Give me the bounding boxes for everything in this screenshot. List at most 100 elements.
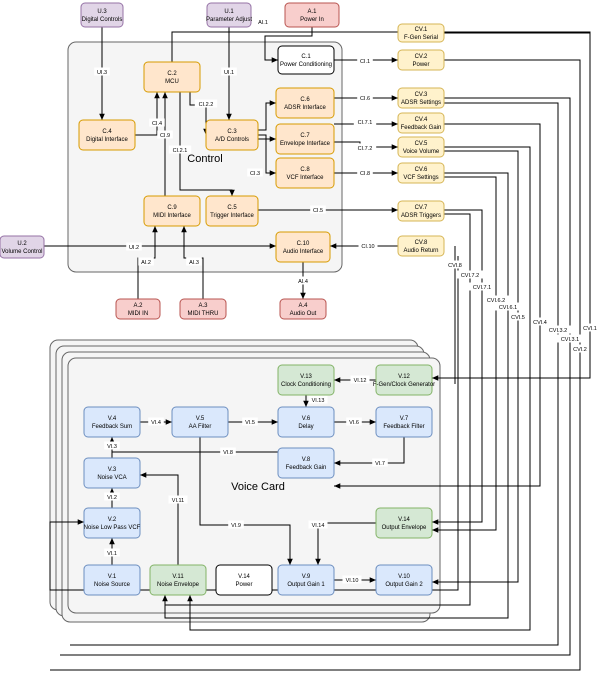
block-a4-label: Audio Out	[290, 311, 317, 317]
label-cvi1: CVI.1	[583, 326, 597, 332]
block-c7-box	[275, 123, 335, 155]
block-v4-box	[83, 406, 141, 438]
block-c3[interactable]: C.3A/D Controls	[205, 119, 259, 151]
block-c4-box	[78, 119, 136, 151]
label-bg-ci10	[358, 241, 378, 250]
block-u2-label: Volume Control	[1, 249, 42, 255]
label-bg-cvi2	[570, 344, 590, 353]
block-cv6-box	[397, 162, 445, 184]
block-v13-id: V.13	[300, 374, 312, 380]
label-ai3: AI.3	[189, 260, 199, 266]
label-bg-ci7_1	[353, 117, 377, 126]
block-v9-id: V.9	[302, 574, 311, 580]
cv7-out	[432, 209, 483, 525]
block-v1-box	[83, 564, 141, 596]
label-bg-ci8	[357, 168, 373, 177]
label-bg-cvi7_2	[457, 270, 483, 279]
label-ci2_1: CI.2.1	[173, 148, 188, 154]
block-u1-id: U.1	[224, 9, 234, 15]
block-cv1[interactable]: CV.1F-Gen Serial	[397, 23, 445, 43]
label-bg-ci5	[310, 205, 326, 214]
block-cv4-label: Feedback Gain	[401, 125, 442, 131]
block-a1-id: A.1	[307, 9, 317, 15]
label-bg-vi6	[346, 417, 362, 426]
cv6b-out	[432, 176, 497, 533]
label-vi7: VI.7	[375, 461, 385, 467]
block-a2-label: MIDI IN	[128, 311, 148, 317]
label-bg-vi5	[242, 417, 258, 426]
cv6-out	[162, 172, 509, 619]
block-cv2-box	[397, 49, 445, 71]
block-v5[interactable]: V.5AA Filter	[171, 406, 229, 438]
block-cv4-id: CV.4	[415, 117, 428, 123]
label-bg-cvi6_2	[483, 295, 509, 304]
block-a2-box	[115, 298, 161, 320]
block-v12-label: F-Gen/Clock Generator	[373, 382, 435, 388]
label-vi10: VI.10	[346, 578, 359, 584]
block-c2-id: C.2	[167, 71, 177, 77]
block-v11-box	[149, 564, 207, 596]
block-v12[interactable]: V.12F-Gen/Clock Generator	[373, 364, 435, 396]
label-vi6: VI.6	[349, 420, 359, 426]
block-a1-label: Power In	[300, 17, 324, 23]
block-c9-id: C.9	[167, 205, 177, 211]
block-v9-box	[277, 564, 335, 596]
label-cvi3_2: CVI.3.2	[549, 328, 567, 334]
block-c9-box	[143, 195, 201, 227]
block-c5-id: C.5	[227, 205, 237, 211]
label-vi5: VI.5	[245, 420, 255, 426]
block-c5-box	[205, 195, 259, 227]
block-c3-box	[205, 119, 259, 151]
block-cv1-id: CV.1	[415, 27, 428, 33]
block-v6-box	[277, 406, 335, 438]
label-bg-vi7	[372, 458, 388, 467]
block-v7-box	[375, 406, 433, 438]
label-ci4: CI.4	[152, 121, 162, 127]
block-u1-label: Parameter Adjust	[206, 17, 252, 23]
block-c7-label: Envelope Interface	[280, 141, 331, 147]
cv4-out	[334, 123, 541, 489]
label-ci7_1: CI.7.1	[358, 120, 373, 126]
label-vi11: VI.11	[172, 498, 184, 504]
block-v5-id: V.5	[196, 416, 205, 422]
block-c10-label: Audio Interface	[283, 249, 324, 255]
label-bg-vi12	[350, 375, 370, 384]
block-v4-id: V.4	[108, 416, 117, 422]
